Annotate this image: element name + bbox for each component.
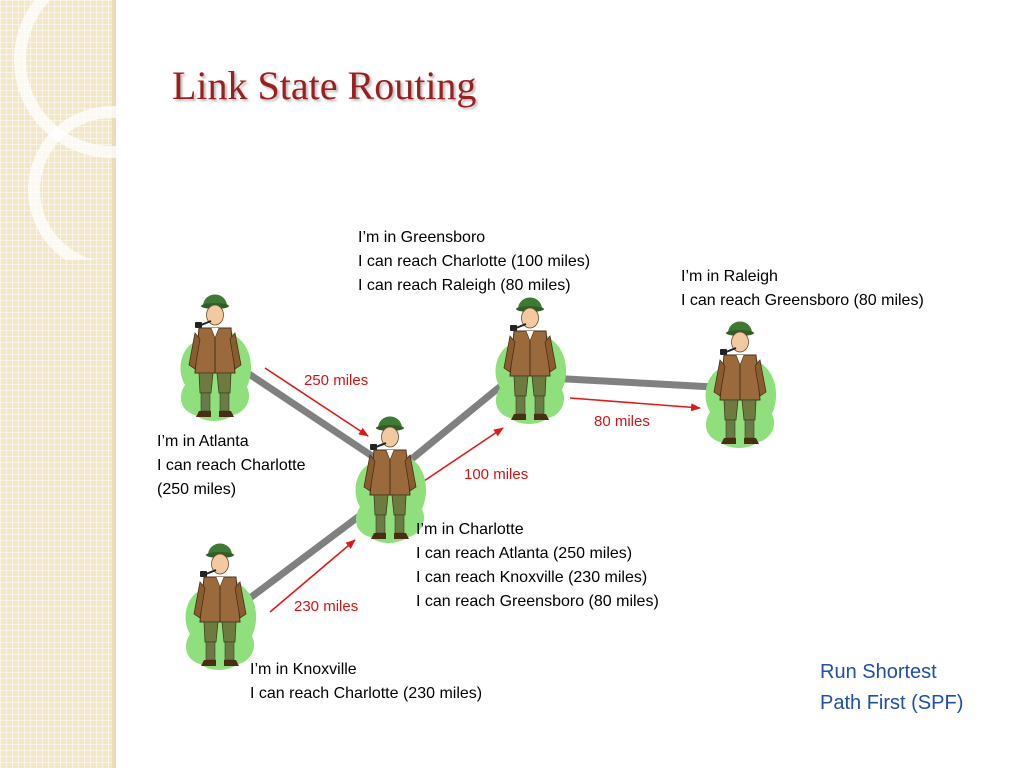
label-line: I’m in Greensboro — [358, 229, 486, 246]
spf-note-line: Path First (SPF) — [820, 692, 964, 714]
arrow-atlanta-to-charlotte — [264, 367, 369, 437]
arrow-charlotte-to-greensboro — [414, 427, 504, 488]
node-label-charlotte: I’m in Charlotte I can reach Atlanta (25… — [416, 518, 659, 614]
link-label-atlanta-charlotte: 250 miles — [304, 372, 369, 389]
router-person-icon — [179, 293, 253, 422]
link-greensboro-raleigh — [544, 374, 736, 392]
node-label-greensboro: I’m in Greensboro I can reach Charlotte … — [358, 226, 590, 298]
router-person-icon — [494, 296, 568, 425]
router-person-icon — [184, 542, 258, 671]
label-line: I can reach Greensboro (80 miles) — [416, 593, 659, 610]
label-line: I’m in Charlotte — [416, 521, 524, 538]
label-line: I can reach Raleigh (80 miles) — [358, 277, 571, 294]
arrow-knoxville-to-charlotte — [269, 539, 356, 613]
label-line: I can reach Charlotte (230 miles) — [250, 685, 483, 702]
link-label-greensboro-raleigh: 80 miles — [594, 413, 650, 430]
spf-note-line: Run Shortest — [820, 661, 937, 683]
label-line: I can reach Knoxville (230 miles) — [416, 569, 648, 586]
label-line: I can reach Charlotte — [157, 457, 306, 474]
label-line: I can reach Greensboro (80 miles) — [681, 292, 924, 309]
link-atlanta-charlotte — [236, 364, 382, 464]
link-label-knoxville-charlotte: 230 miles — [294, 598, 359, 615]
slide-title: Link State Routing — [172, 63, 477, 108]
spf-note: Run Shortest Path First (SPF) — [820, 657, 963, 719]
label-line: I can reach Charlotte (100 miles) — [358, 253, 591, 270]
decorative-rings — [14, 0, 116, 260]
router-person-icon — [704, 320, 778, 449]
label-line: I’m in Raleigh — [681, 268, 778, 285]
node-label-raleigh: I’m in Raleigh I can reach Greensboro (8… — [681, 265, 924, 313]
label-line: (250 miles) — [157, 481, 237, 498]
label-line: I can reach Atlanta (250 miles) — [416, 545, 633, 562]
label-line: I’m in Atlanta — [157, 433, 249, 450]
link-label-charlotte-greensboro: 100 miles — [464, 466, 529, 483]
node-label-knoxville: I’m in Knoxville I can reach Charlotte (… — [250, 658, 482, 706]
label-line: I’m in Knoxville — [250, 661, 357, 678]
side-panel-divider — [112, 0, 116, 768]
arrow-greensboro-to-raleigh — [569, 397, 701, 412]
node-label-atlanta: I’m in Atlanta I can reach Charlotte (25… — [157, 430, 306, 502]
